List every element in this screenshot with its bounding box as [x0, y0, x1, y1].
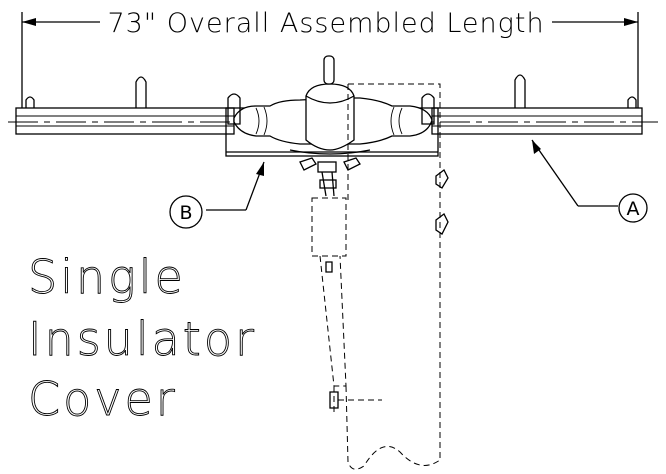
drawing-title: Single Insulator Cover — [28, 250, 257, 427]
title-line-3: Cover — [28, 372, 178, 426]
callout-a-label: A — [627, 198, 640, 220]
lower-cover — [311, 83, 449, 470]
title-line-2: Insulator — [28, 312, 257, 366]
callout-a: A — [531, 139, 648, 223]
title-line-1: Single — [28, 250, 186, 304]
dimension-line: 73" Overall Assembled Length — [21, 8, 639, 108]
left-cover-arm — [15, 76, 235, 135]
dimension-label: 73" Overall Assembled Length — [107, 8, 544, 39]
pin-assembly — [299, 157, 361, 197]
callout-b-label: B — [179, 202, 192, 224]
insulator-body — [227, 55, 435, 155]
callout-b: B — [169, 161, 265, 229]
right-cover-arm — [431, 74, 643, 135]
